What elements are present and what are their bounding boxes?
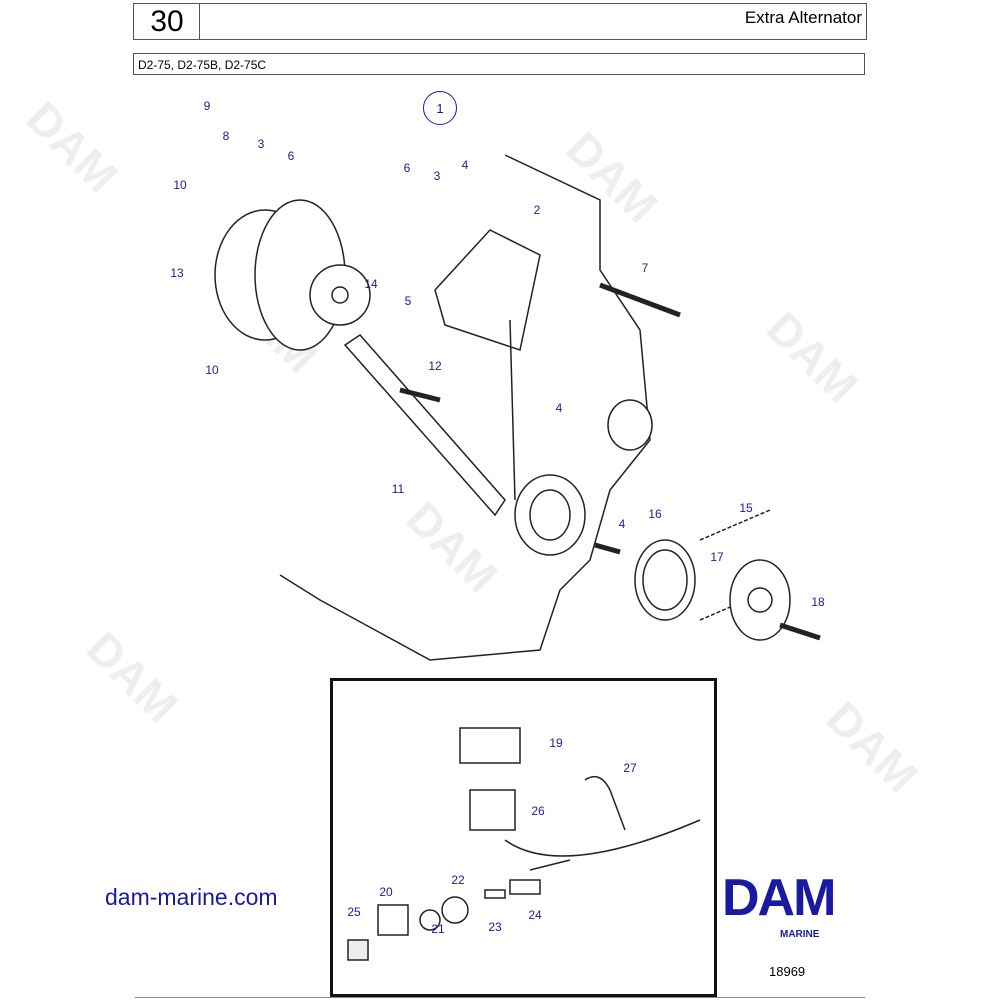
callout: 6 bbox=[287, 149, 295, 163]
callout: 25 bbox=[347, 905, 361, 919]
model-list: D2-75, D2-75B, D2-75C bbox=[133, 53, 865, 75]
callout: 15 bbox=[739, 501, 753, 515]
callout: 10 bbox=[205, 363, 219, 377]
logo-subtitle: MARINE bbox=[780, 929, 820, 940]
callout: 5 bbox=[404, 294, 412, 308]
callout: 3 bbox=[257, 137, 265, 151]
callout: 3 bbox=[433, 169, 441, 183]
callout: 24 bbox=[528, 908, 542, 922]
callout: 20 bbox=[379, 885, 393, 899]
callout: 21 bbox=[431, 922, 445, 936]
view-marker: 1 bbox=[423, 91, 457, 125]
callout: 19 bbox=[549, 736, 563, 750]
callout: 4 bbox=[618, 517, 626, 531]
dam-logo: DAM bbox=[722, 869, 836, 927]
callout: 7 bbox=[641, 261, 649, 275]
callout: 18 bbox=[811, 595, 825, 609]
footer-divider bbox=[135, 997, 865, 998]
callout: 14 bbox=[364, 277, 378, 291]
callout: 10 bbox=[173, 178, 187, 192]
callout: 23 bbox=[488, 920, 502, 934]
callout: 6 bbox=[403, 161, 411, 175]
callout: 27 bbox=[623, 761, 637, 775]
callout: 16 bbox=[648, 507, 662, 521]
callout: 22 bbox=[451, 873, 465, 887]
callout: 2 bbox=[533, 203, 541, 217]
callout: 26 bbox=[531, 804, 545, 818]
drawing-number: 18969 bbox=[769, 964, 806, 979]
callout: 11 bbox=[391, 482, 405, 496]
page-title: Extra Alternator bbox=[744, 8, 862, 27]
section-number: 30 bbox=[133, 3, 201, 40]
callout: 13 bbox=[170, 266, 184, 280]
title-box: Extra Alternator bbox=[199, 3, 867, 40]
callout: 8 bbox=[222, 129, 230, 143]
callout: 4 bbox=[555, 401, 563, 415]
callout: 4 bbox=[461, 158, 469, 172]
electrical-kit-inset bbox=[330, 678, 717, 997]
callout: 9 bbox=[203, 99, 211, 113]
callout: 12 bbox=[428, 359, 442, 373]
website-link[interactable]: dam-marine.com bbox=[105, 884, 278, 910]
callout: 17 bbox=[710, 550, 724, 564]
